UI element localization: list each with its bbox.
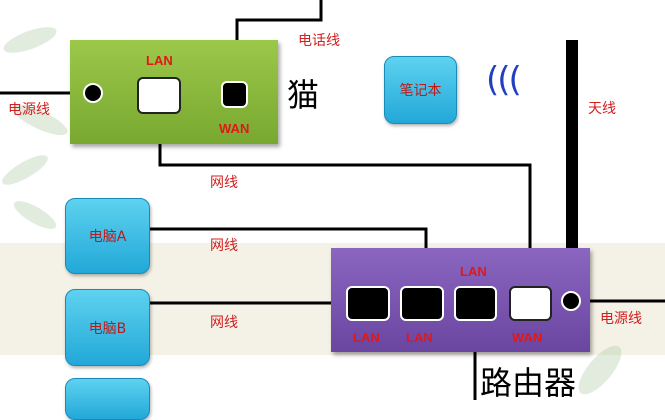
router-lan-port-2 bbox=[400, 286, 444, 321]
modem-power-port bbox=[83, 83, 103, 103]
modem-lan-port bbox=[137, 77, 181, 114]
modem-title: 猫 bbox=[287, 76, 320, 114]
router-power-port bbox=[561, 291, 581, 311]
computer-b-label: 电脑B bbox=[88, 320, 127, 337]
modem-wan-label: WAN bbox=[219, 121, 250, 136]
router-port-label: WAN bbox=[512, 330, 543, 345]
router-port-label: LAN bbox=[353, 330, 380, 345]
computer-a-label: 电脑A bbox=[88, 229, 127, 245]
antenna-label: 天线 bbox=[588, 101, 616, 117]
leaf-decoration bbox=[2, 27, 622, 395]
router-power-label: 电源线 bbox=[600, 311, 642, 327]
cable-label: 网线 bbox=[210, 315, 238, 331]
modem-power-label: 电源线 bbox=[8, 102, 50, 118]
router-port-label: LAN bbox=[460, 264, 487, 279]
laptop: 笔记本 bbox=[384, 56, 457, 124]
router-lan-port-3 bbox=[454, 286, 497, 321]
router-port-label: LAN bbox=[406, 330, 433, 345]
cable-label: 网线 bbox=[210, 238, 238, 254]
computer-a: 电脑A bbox=[65, 198, 150, 274]
laptop-label: 笔记本 bbox=[399, 83, 442, 99]
router-title: 路由器 bbox=[480, 364, 577, 402]
modem-wan-port bbox=[221, 81, 248, 108]
computer-c bbox=[65, 378, 150, 420]
router-wan-port bbox=[509, 286, 552, 321]
computer-b: 电脑B bbox=[65, 289, 150, 366]
antenna bbox=[566, 40, 578, 248]
modem-lan-label: LAN bbox=[146, 53, 173, 68]
phone-line-label: 电话线 bbox=[298, 33, 340, 49]
router-lan-port-1 bbox=[346, 286, 390, 321]
cable-label: 网线 bbox=[210, 175, 238, 191]
wifi-signal-icon: ((( bbox=[486, 60, 522, 100]
